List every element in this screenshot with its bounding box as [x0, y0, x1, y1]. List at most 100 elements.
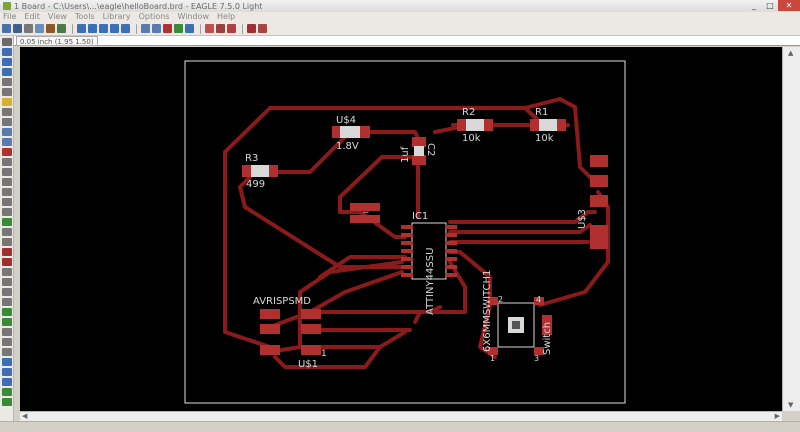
rotate-icon[interactable]	[2, 118, 12, 126]
attribute-icon[interactable]	[2, 358, 12, 366]
eagle-app-icon	[3, 2, 11, 10]
show-icon[interactable]	[2, 48, 12, 56]
part-u3[interactable]: U$3	[577, 155, 608, 249]
via-icon[interactable]	[2, 328, 12, 336]
dimension-icon[interactable]	[2, 368, 12, 376]
pad	[332, 126, 342, 138]
trace	[448, 210, 597, 224]
part-r2[interactable]: R2 10k	[457, 107, 493, 144]
autorouter-icon[interactable]	[247, 24, 256, 33]
part-c2[interactable]: 1uf C2	[400, 137, 436, 165]
pad	[301, 309, 321, 319]
paste-icon[interactable]	[2, 138, 12, 146]
wire-icon[interactable]	[2, 268, 12, 276]
replace-icon[interactable]	[2, 168, 12, 176]
add-icon[interactable]	[2, 158, 12, 166]
ic-pads-right	[445, 225, 457, 277]
display-icon[interactable]	[2, 58, 12, 66]
close-button[interactable]: ✕	[778, 0, 800, 11]
polygon-icon[interactable]	[2, 318, 12, 326]
route-icon[interactable]	[2, 248, 12, 256]
maximize-button[interactable]: □	[766, 1, 774, 10]
part-r3[interactable]: R3 499	[242, 153, 278, 190]
group-icon[interactable]	[2, 98, 12, 106]
menu-view[interactable]: View	[47, 12, 67, 21]
pad	[412, 155, 426, 165]
miter-icon[interactable]	[2, 218, 12, 226]
redraw-icon[interactable]	[121, 24, 130, 33]
arc-icon[interactable]	[2, 298, 12, 306]
part-value: 1.8V	[336, 141, 359, 152]
mirror-icon[interactable]	[2, 108, 12, 116]
part-ic1[interactable]: IC1 ATTINY44SSU	[401, 211, 457, 315]
lock-icon[interactable]	[2, 178, 12, 186]
redo-icon[interactable]	[152, 24, 161, 33]
schematic-icon[interactable]	[57, 24, 66, 33]
drc-icon[interactable]	[216, 24, 225, 33]
ratsnest-tool-icon[interactable]	[2, 378, 12, 386]
hole-icon[interactable]	[2, 348, 12, 356]
window-controls: _ □ ✕	[746, 0, 800, 12]
rect-icon[interactable]	[2, 308, 12, 316]
optimize-icon[interactable]	[2, 238, 12, 246]
ratsnest-icon[interactable]	[258, 24, 267, 33]
erc-icon[interactable]	[227, 24, 236, 33]
menu-library[interactable]: Library	[102, 12, 131, 21]
circle-icon[interactable]	[2, 288, 12, 296]
auto-icon[interactable]	[2, 388, 12, 396]
horizontal-scrollbar[interactable]: ◀ ▶	[20, 411, 782, 421]
smash-icon[interactable]	[2, 208, 12, 216]
scroll-right-icon[interactable]: ▶	[774, 412, 780, 420]
toolbar-separator	[136, 23, 137, 34]
text-icon[interactable]	[2, 278, 12, 286]
menu-edit[interactable]: Edit	[24, 12, 40, 21]
menu-tools[interactable]: Tools	[74, 12, 95, 21]
signal-icon[interactable]	[2, 338, 12, 346]
cam-icon[interactable]	[35, 24, 44, 33]
zoom-fit-icon[interactable]	[77, 24, 86, 33]
move-icon[interactable]	[2, 78, 12, 86]
board-outline	[184, 60, 626, 404]
pad	[242, 165, 252, 177]
left-command-toolbar	[0, 36, 14, 432]
ripup-icon[interactable]	[2, 258, 12, 266]
delete-icon[interactable]	[2, 148, 12, 156]
board-icon[interactable]	[46, 24, 55, 33]
scroll-left-icon[interactable]: ◀	[22, 412, 28, 420]
minimize-button[interactable]: _	[752, 1, 756, 10]
value-icon[interactable]	[2, 198, 12, 206]
part-switch[interactable]: 6X6MMSWITCH1 Switch 2 4 1 3	[482, 270, 553, 363]
stop-icon[interactable]	[163, 24, 172, 33]
trace	[223, 106, 272, 349]
info-icon[interactable]	[2, 38, 12, 46]
zoom-in-icon[interactable]	[88, 24, 97, 33]
split-icon[interactable]	[2, 228, 12, 236]
menu-options[interactable]: Options	[138, 12, 170, 21]
part-u4[interactable]: U$4 1.8V	[332, 115, 370, 152]
vertical-scrollbar[interactable]: ▲ ▼	[782, 47, 800, 411]
undo-icon[interactable]	[141, 24, 150, 33]
part-r1[interactable]: R1 10k	[530, 107, 566, 144]
menu-window[interactable]: Window	[177, 12, 209, 21]
board-canvas[interactable]: U$4 1.8V R2 10k R1 10k	[20, 47, 782, 411]
copy-icon[interactable]	[2, 88, 12, 96]
part-power-cap[interactable]: −	[350, 203, 380, 223]
part-avrisp[interactable]: AVRISPSMD U$1 1	[253, 296, 327, 370]
menu-file[interactable]: File	[3, 12, 17, 21]
print-icon[interactable]	[24, 24, 33, 33]
open-icon[interactable]	[2, 24, 11, 33]
go-icon[interactable]	[174, 24, 183, 33]
zoom-out-icon[interactable]	[99, 24, 108, 33]
part-value: ATTINY44SSU	[425, 248, 436, 315]
mark-icon[interactable]	[2, 68, 12, 76]
zoom-select-icon[interactable]	[110, 24, 119, 33]
ulp-icon[interactable]	[205, 24, 214, 33]
scroll-up-icon[interactable]: ▲	[788, 49, 794, 57]
name-icon[interactable]	[2, 188, 12, 196]
scroll-down-icon[interactable]: ▼	[788, 401, 794, 409]
save-icon[interactable]	[13, 24, 22, 33]
menu-help[interactable]: Help	[217, 12, 236, 21]
change-icon[interactable]	[2, 128, 12, 136]
errors-icon[interactable]	[2, 398, 12, 406]
help-icon[interactable]	[185, 24, 194, 33]
